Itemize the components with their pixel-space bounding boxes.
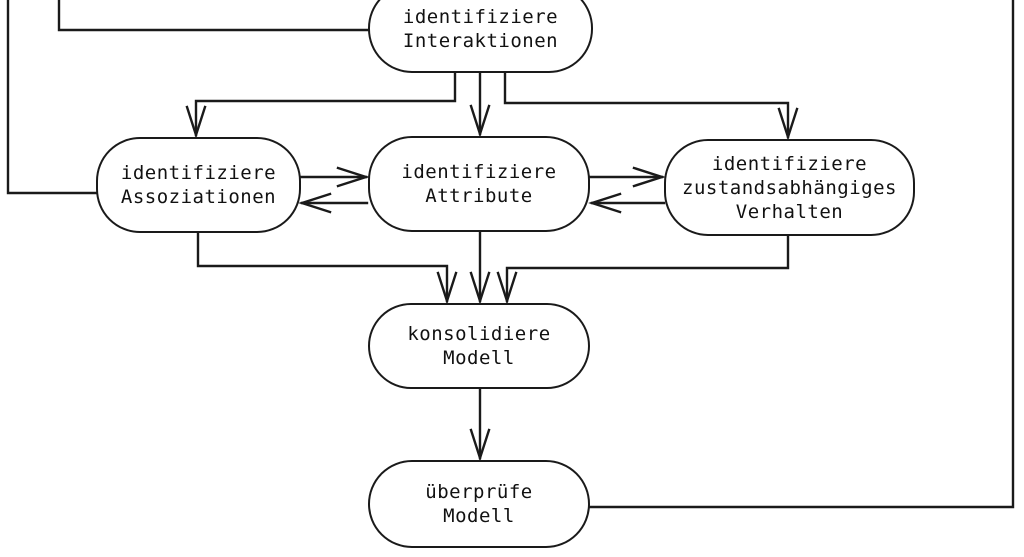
edge-attribute-konsolidiere-arrowhead [469,271,491,305]
edge-ueberpruefe-right-loop [588,0,1015,509]
edge-assoziationen-attribute-arrowhead [336,166,370,188]
edge-interaktionen-assoziationen [194,71,457,137]
edge-verhalten-konsolidiere [505,234,790,303]
node-identifiziere-interaktionen-label-line: identifiziere [402,5,559,28]
node-identifiziere-attribute-label-line: Attribute [425,185,533,207]
edge-attribute-verhalten-arrowhead [632,166,666,188]
edge-attribute-assoziationen-arrowhead [298,192,332,214]
node-identifiziere-assoziationen-label-line: Assoziationen [120,186,277,208]
node-identifiziere-interaktionen-label-line: Interaktionen [402,29,559,52]
edge-interaktionen-verhalten [503,71,790,139]
node-identifiziere-assoziationen-label-line: identifiziere [120,162,277,184]
edge-interaktionen-verhalten-arrowhead [777,107,799,141]
node-konsolidiere-modell-label-line: Modell [443,347,515,369]
node-identifiziere-zustandsabhaengiges-verhalten-label-line: identifiziere [711,152,868,175]
edge-left-loop-interaktionen [57,0,370,32]
node-ueberpruefe-modell-label-line: Modell [443,505,515,527]
edge-verhalten-konsolidiere-arrowhead [496,271,518,305]
node-identifiziere-attribute-label-line: identifiziere [401,161,557,183]
node-identifiziere-zustandsabhaengiges-verhalten-label-line: Verhalten [735,200,844,223]
edge-interaktionen-assoziationen-arrowhead [185,105,207,139]
edge-verhalten-attribute-arrowhead [588,192,622,214]
edge-konsolidiere-ueberpruefe-arrowhead [469,428,491,462]
edge-assoziationen-konsolidiere [196,231,449,303]
edge-interaktionen-attribute-arrowhead [469,104,491,138]
node-ueberpruefe-modell-label-line: überprüfe [425,481,533,503]
node-identifiziere-zustandsabhaengiges-verhalten-label-line: zustandsabhängiges [682,176,897,199]
edge-assoziationen-konsolidiere-arrowhead [436,271,458,305]
edge-left-loop-assoziationen [6,0,98,195]
node-konsolidiere-modell-label-line: konsolidiere [407,323,551,345]
